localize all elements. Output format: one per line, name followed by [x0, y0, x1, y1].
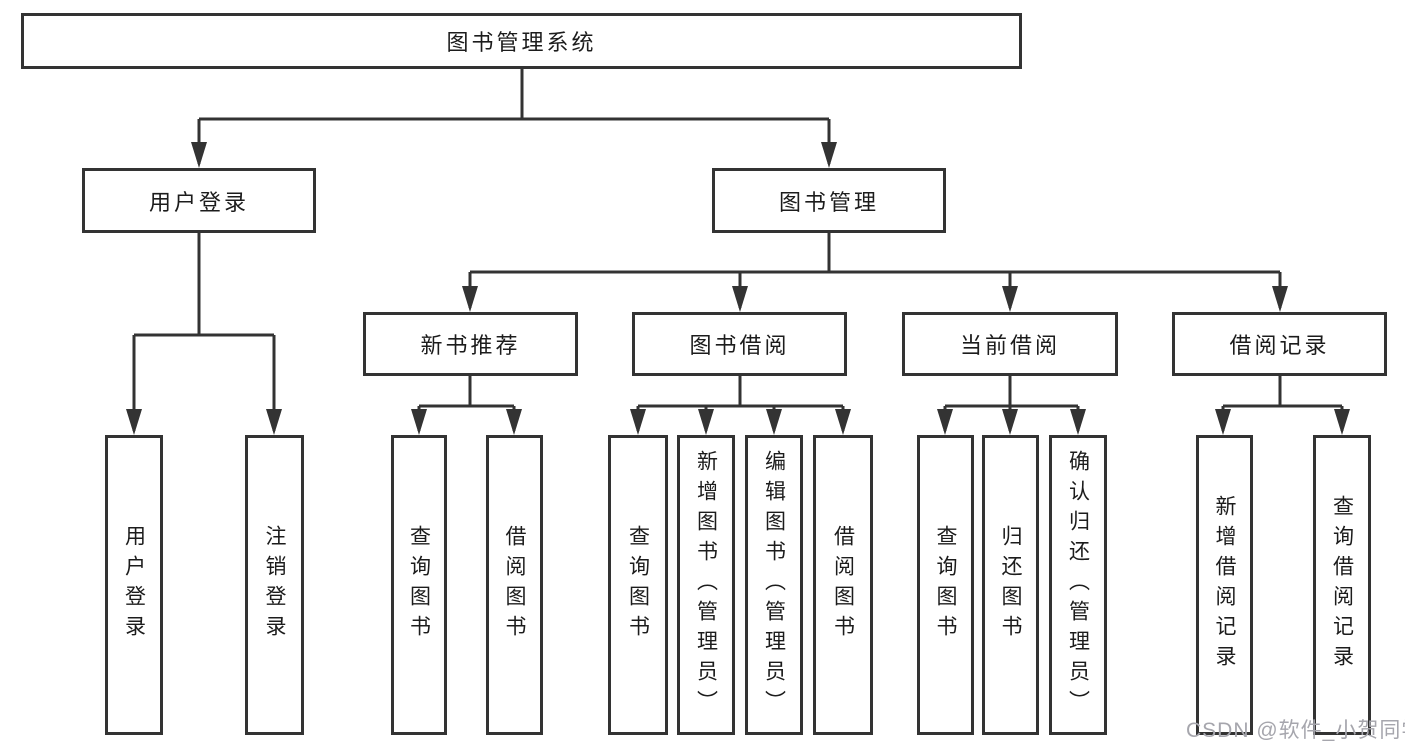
node-current-borrow: 当前借阅: [902, 312, 1118, 376]
leaf-add-borrow-record-label: 新增借阅记录: [1213, 495, 1236, 675]
node-book-borrow: 图书借阅: [632, 312, 847, 376]
leaf-borrow-query-books: 查询图书: [608, 435, 668, 735]
leaf-confirm-return-admin: 确认归还（管理员）: [1049, 435, 1107, 735]
leaf-edit-books-admin-label: 编辑图书（管理员）: [762, 450, 786, 720]
leaf-user-login-label: 用户登录: [122, 525, 146, 645]
leaf-current-query-books-label: 查询图书: [934, 525, 957, 645]
node-borrow-records: 借阅记录: [1172, 312, 1387, 376]
leaf-borrow-borrow-books: 借阅图书: [813, 435, 873, 735]
leaf-borrow-borrow-books-label: 借阅图书: [831, 525, 855, 645]
leaf-borrow-query-books-label: 查询图书: [626, 525, 650, 645]
leaf-return-books: 归还图书: [982, 435, 1039, 735]
leaf-add-books-admin-label: 新增图书（管理员）: [694, 450, 718, 720]
leaf-recommend-borrow-books: 借阅图书: [486, 435, 543, 735]
node-book-management: 图书管理: [712, 168, 946, 233]
leaf-add-books-admin: 新增图书（管理员）: [677, 435, 735, 735]
leaf-logout: 注销登录: [245, 435, 304, 735]
leaf-edit-books-admin: 编辑图书（管理员）: [745, 435, 803, 735]
leaf-recommend-borrow-books-label: 借阅图书: [503, 525, 526, 645]
node-new-book-recommend: 新书推荐: [363, 312, 578, 376]
leaf-return-books-label: 归还图书: [999, 525, 1022, 645]
leaf-add-borrow-record: 新增借阅记录: [1196, 435, 1253, 735]
leaf-recommend-query-books-label: 查询图书: [407, 525, 431, 645]
node-user-login: 用户登录: [82, 168, 316, 233]
leaf-query-borrow-record: 查询借阅记录: [1313, 435, 1371, 735]
csdn-watermark: CSDN @软件_小贺同学: [1186, 719, 1405, 742]
node-root-system: 图书管理系统: [21, 13, 1022, 69]
leaf-confirm-return-admin-label: 确认归还（管理员）: [1066, 450, 1090, 720]
leaf-user-login: 用户登录: [105, 435, 163, 735]
leaf-query-borrow-record-label: 查询借阅记录: [1330, 495, 1354, 675]
leaf-logout-label: 注销登录: [263, 525, 286, 645]
leaf-current-query-books: 查询图书: [917, 435, 974, 735]
leaf-recommend-query-books: 查询图书: [391, 435, 447, 735]
